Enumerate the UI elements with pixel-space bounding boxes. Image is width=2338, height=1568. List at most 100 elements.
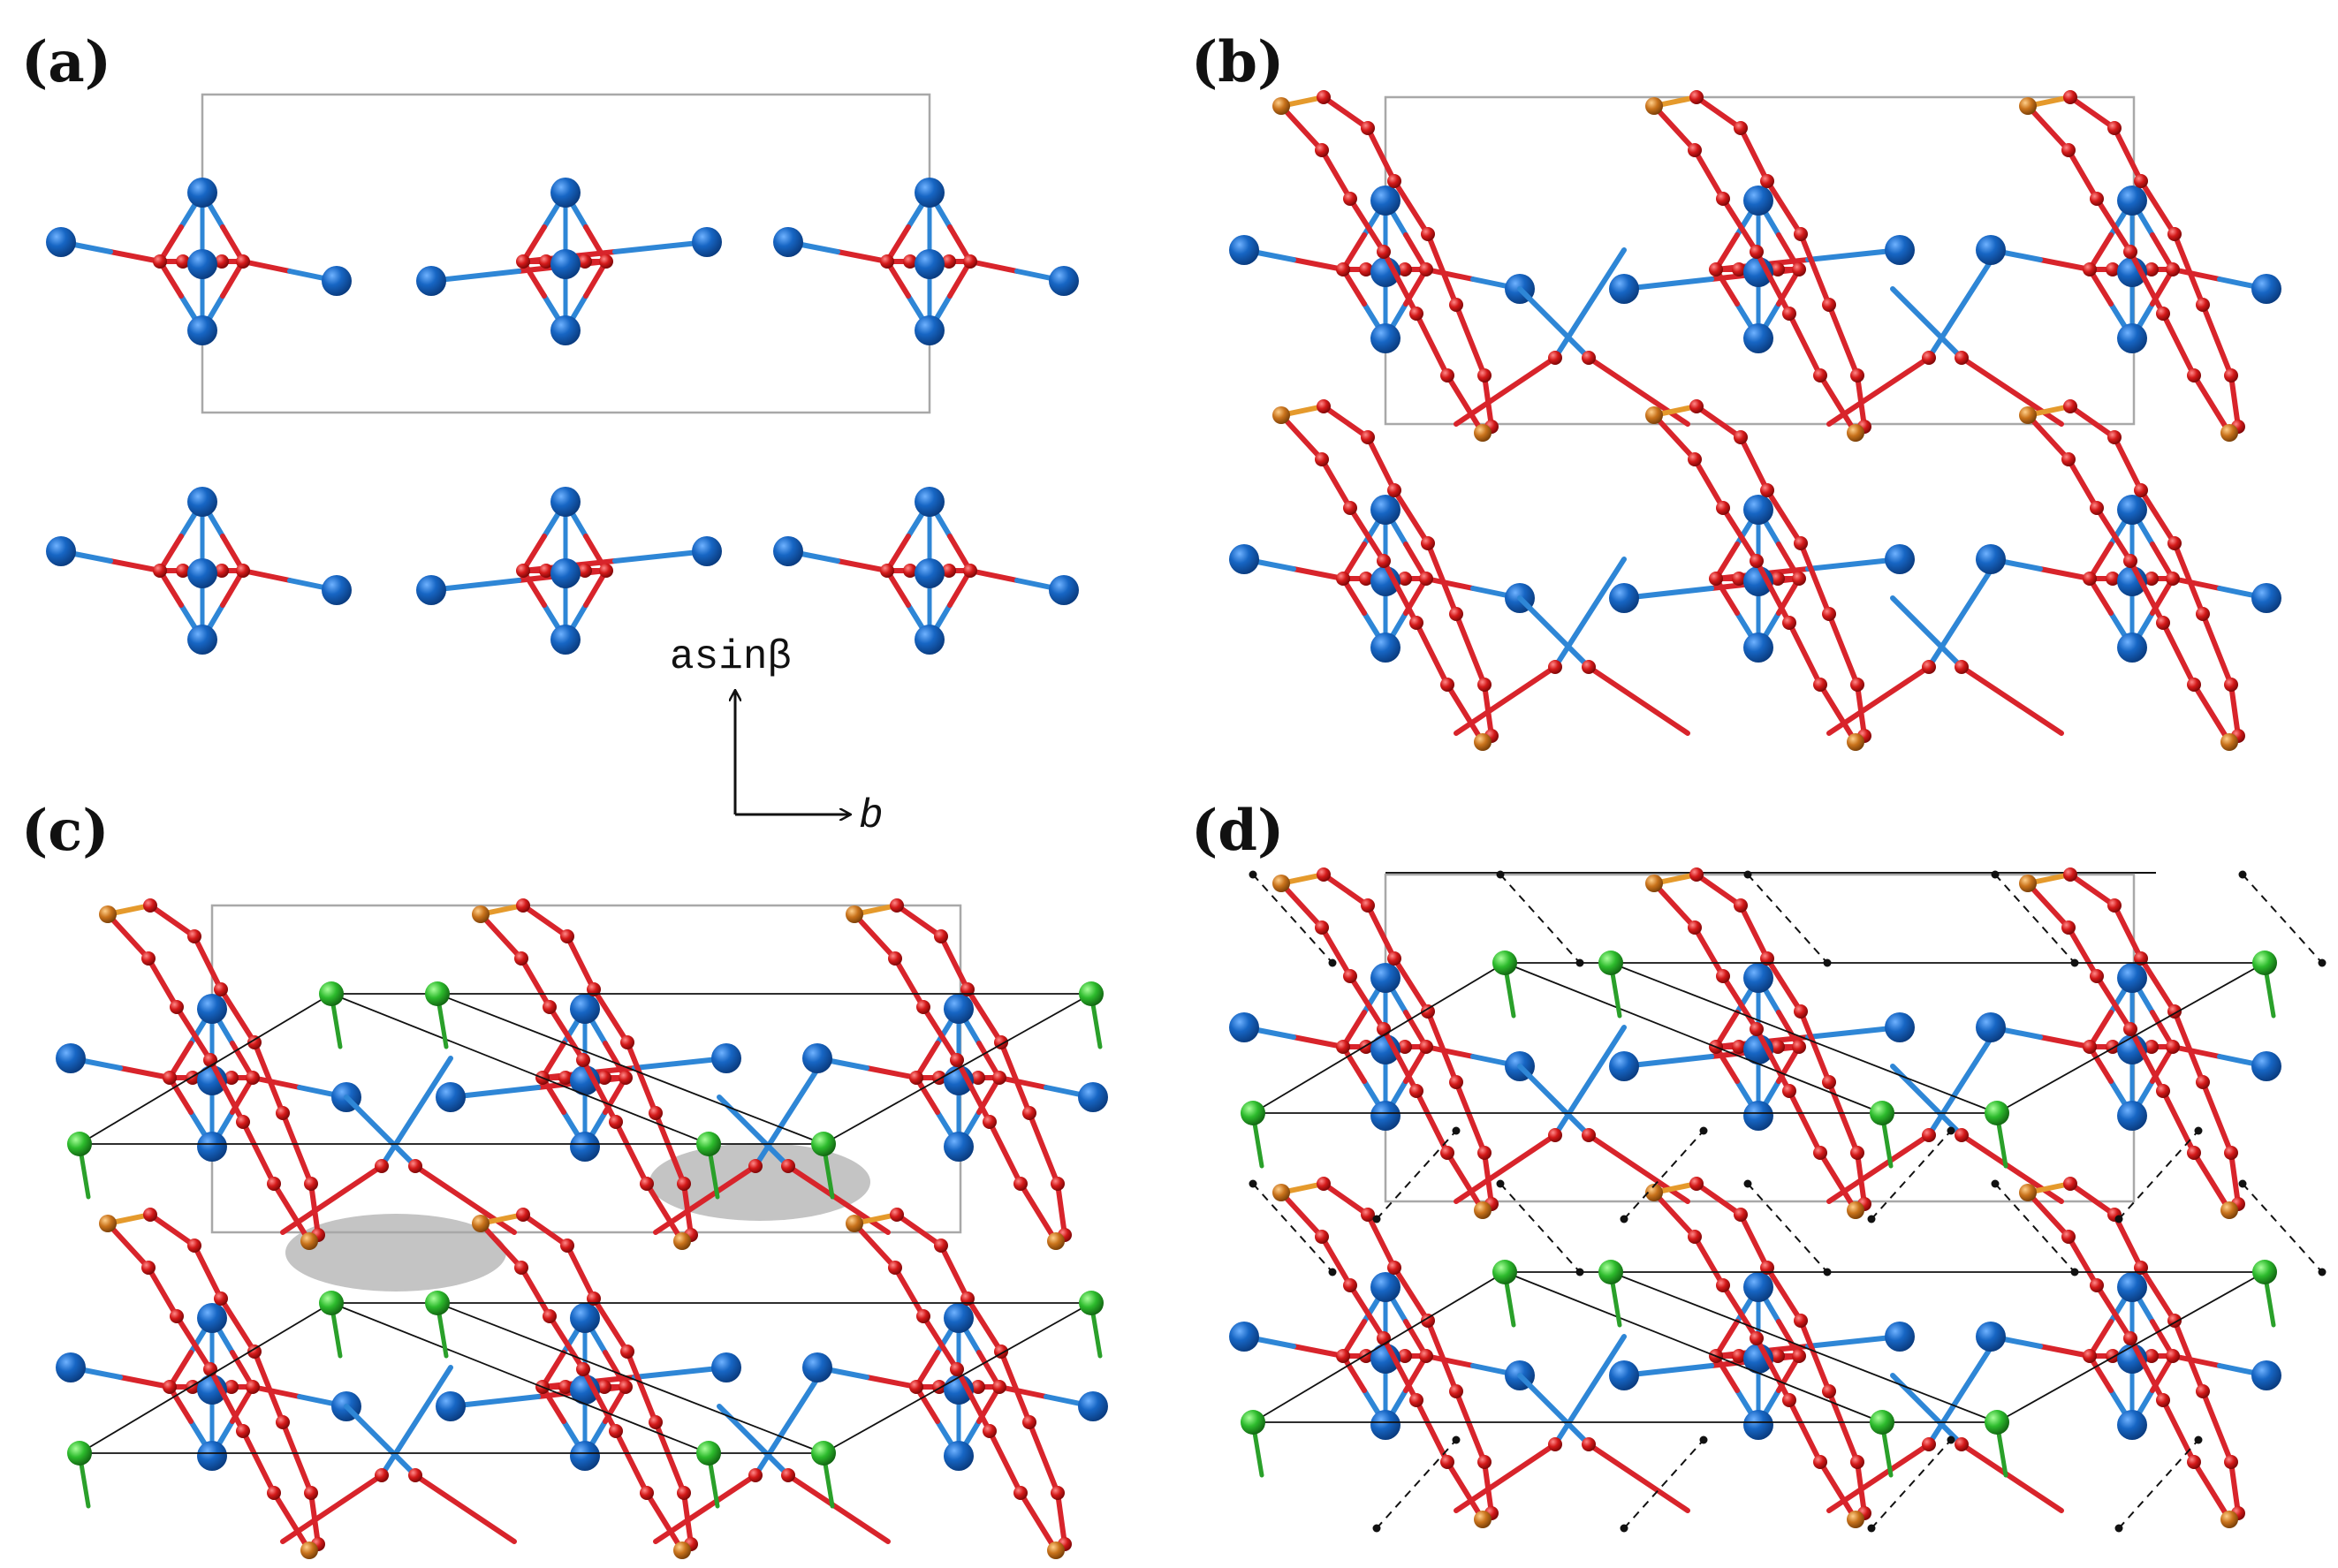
- red-atom: [516, 564, 530, 578]
- bond: [1381, 1026, 1419, 1094]
- red-atom: [2063, 90, 2077, 104]
- dot-atom: [1867, 1524, 1876, 1533]
- hydrogen-bond-line: [1623, 1439, 1704, 1529]
- blue-atom: [187, 487, 217, 517]
- orange-atom: [1645, 97, 1663, 115]
- bond: [2128, 558, 2166, 625]
- red-atom: [609, 1115, 623, 1129]
- dot-atom: [2070, 1268, 2079, 1276]
- bond: [192, 934, 224, 992]
- red-atom: [375, 1468, 389, 1482]
- bond: [2200, 1389, 2234, 1465]
- bond: [478, 1221, 524, 1270]
- blue-atom: [2251, 274, 2281, 304]
- red-atom: [1689, 399, 1704, 413]
- bond: [632, 1365, 729, 1380]
- bond: [632, 1056, 729, 1071]
- blue-atom: [1743, 1101, 1773, 1131]
- red-atom: [246, 1380, 260, 1394]
- red-atom: [1794, 1314, 1808, 1328]
- red-atom: [2063, 399, 2077, 413]
- blue-atom: [1049, 266, 1079, 296]
- bond: [987, 1119, 1023, 1186]
- bond: [1651, 1190, 1697, 1239]
- bond: [2170, 1044, 2222, 1059]
- red-atom: [1315, 920, 1329, 935]
- red-atom: [1582, 1437, 1596, 1451]
- red-atom: [1013, 1486, 1028, 1500]
- bond: [1055, 1181, 1067, 1238]
- blue-atom: [1370, 186, 1401, 216]
- bond: [565, 1243, 596, 1301]
- bond: [344, 1404, 418, 1478]
- bond: [1365, 125, 1397, 184]
- bond: [1694, 404, 1743, 440]
- dot-atom: [1743, 1179, 1752, 1188]
- bond: [1319, 148, 1353, 201]
- red-atom: [1361, 430, 1375, 444]
- red-atom: [1792, 1040, 1806, 1054]
- red-atom: [1387, 1261, 1401, 1275]
- red-atom: [516, 1208, 530, 1222]
- panel-label-d: (d): [1191, 798, 1284, 864]
- blue-atom: [692, 536, 722, 566]
- green-atom: [425, 981, 450, 1006]
- red-atom: [539, 564, 553, 578]
- blue-atom: [711, 1352, 741, 1382]
- bond: [1027, 1110, 1060, 1186]
- blue-atom: [2117, 963, 2147, 993]
- red-atom: [2156, 616, 2170, 630]
- red-atom: [215, 254, 229, 269]
- bond: [2038, 257, 2092, 272]
- red-atom: [236, 1115, 250, 1129]
- green-atom: [67, 1441, 92, 1466]
- blue-atom: [1370, 1101, 1401, 1131]
- red-atom: [576, 1362, 590, 1376]
- red-atom: [1771, 1349, 1785, 1363]
- bond: [653, 1473, 758, 1544]
- blue-atom: [1885, 544, 1915, 574]
- bond: [1720, 505, 1759, 564]
- bond: [1392, 488, 1431, 546]
- red-atom: [649, 1415, 663, 1429]
- blue-atom: [570, 1441, 600, 1471]
- red-atom: [1689, 1177, 1704, 1191]
- bond: [997, 1384, 1049, 1399]
- blue-atom: [1976, 1322, 2006, 1352]
- red-atom: [1750, 554, 1764, 568]
- red-atom: [375, 1159, 389, 1173]
- bond: [653, 1163, 758, 1235]
- red-atom: [1782, 1393, 1796, 1407]
- blue-atom: [1885, 235, 1915, 265]
- blue-atom: [1078, 1391, 1108, 1421]
- bond: [998, 1040, 1032, 1116]
- bond: [1692, 457, 1726, 511]
- contact-line: [79, 1302, 332, 1454]
- bond: [852, 1221, 898, 1270]
- red-atom: [516, 254, 530, 269]
- red-atom: [1421, 536, 1435, 550]
- green-atom: [2252, 951, 2277, 975]
- bond: [1027, 1420, 1060, 1496]
- bond: [2170, 576, 2222, 591]
- bond: [2066, 925, 2099, 979]
- red-atom: [1813, 368, 1827, 383]
- red-atom: [1922, 1437, 1936, 1451]
- bond: [1392, 1265, 1431, 1323]
- bond: [613, 1428, 649, 1496]
- green-atom: [319, 1291, 344, 1315]
- bond: [1692, 148, 1726, 201]
- blue-atom: [711, 1043, 741, 1073]
- bond: [146, 956, 179, 1010]
- red-atom: [1336, 572, 1350, 586]
- blue-atom: [1609, 1360, 1639, 1390]
- red-atom: [2156, 1084, 2170, 1098]
- bond: [520, 903, 570, 939]
- bond: [1425, 231, 1459, 307]
- bond: [581, 1057, 619, 1125]
- contact-line: [330, 993, 710, 1145]
- blue-atom: [1609, 1051, 1639, 1081]
- bond: [1959, 1132, 2064, 1204]
- bond: [2228, 682, 2241, 739]
- bond: [280, 1110, 314, 1186]
